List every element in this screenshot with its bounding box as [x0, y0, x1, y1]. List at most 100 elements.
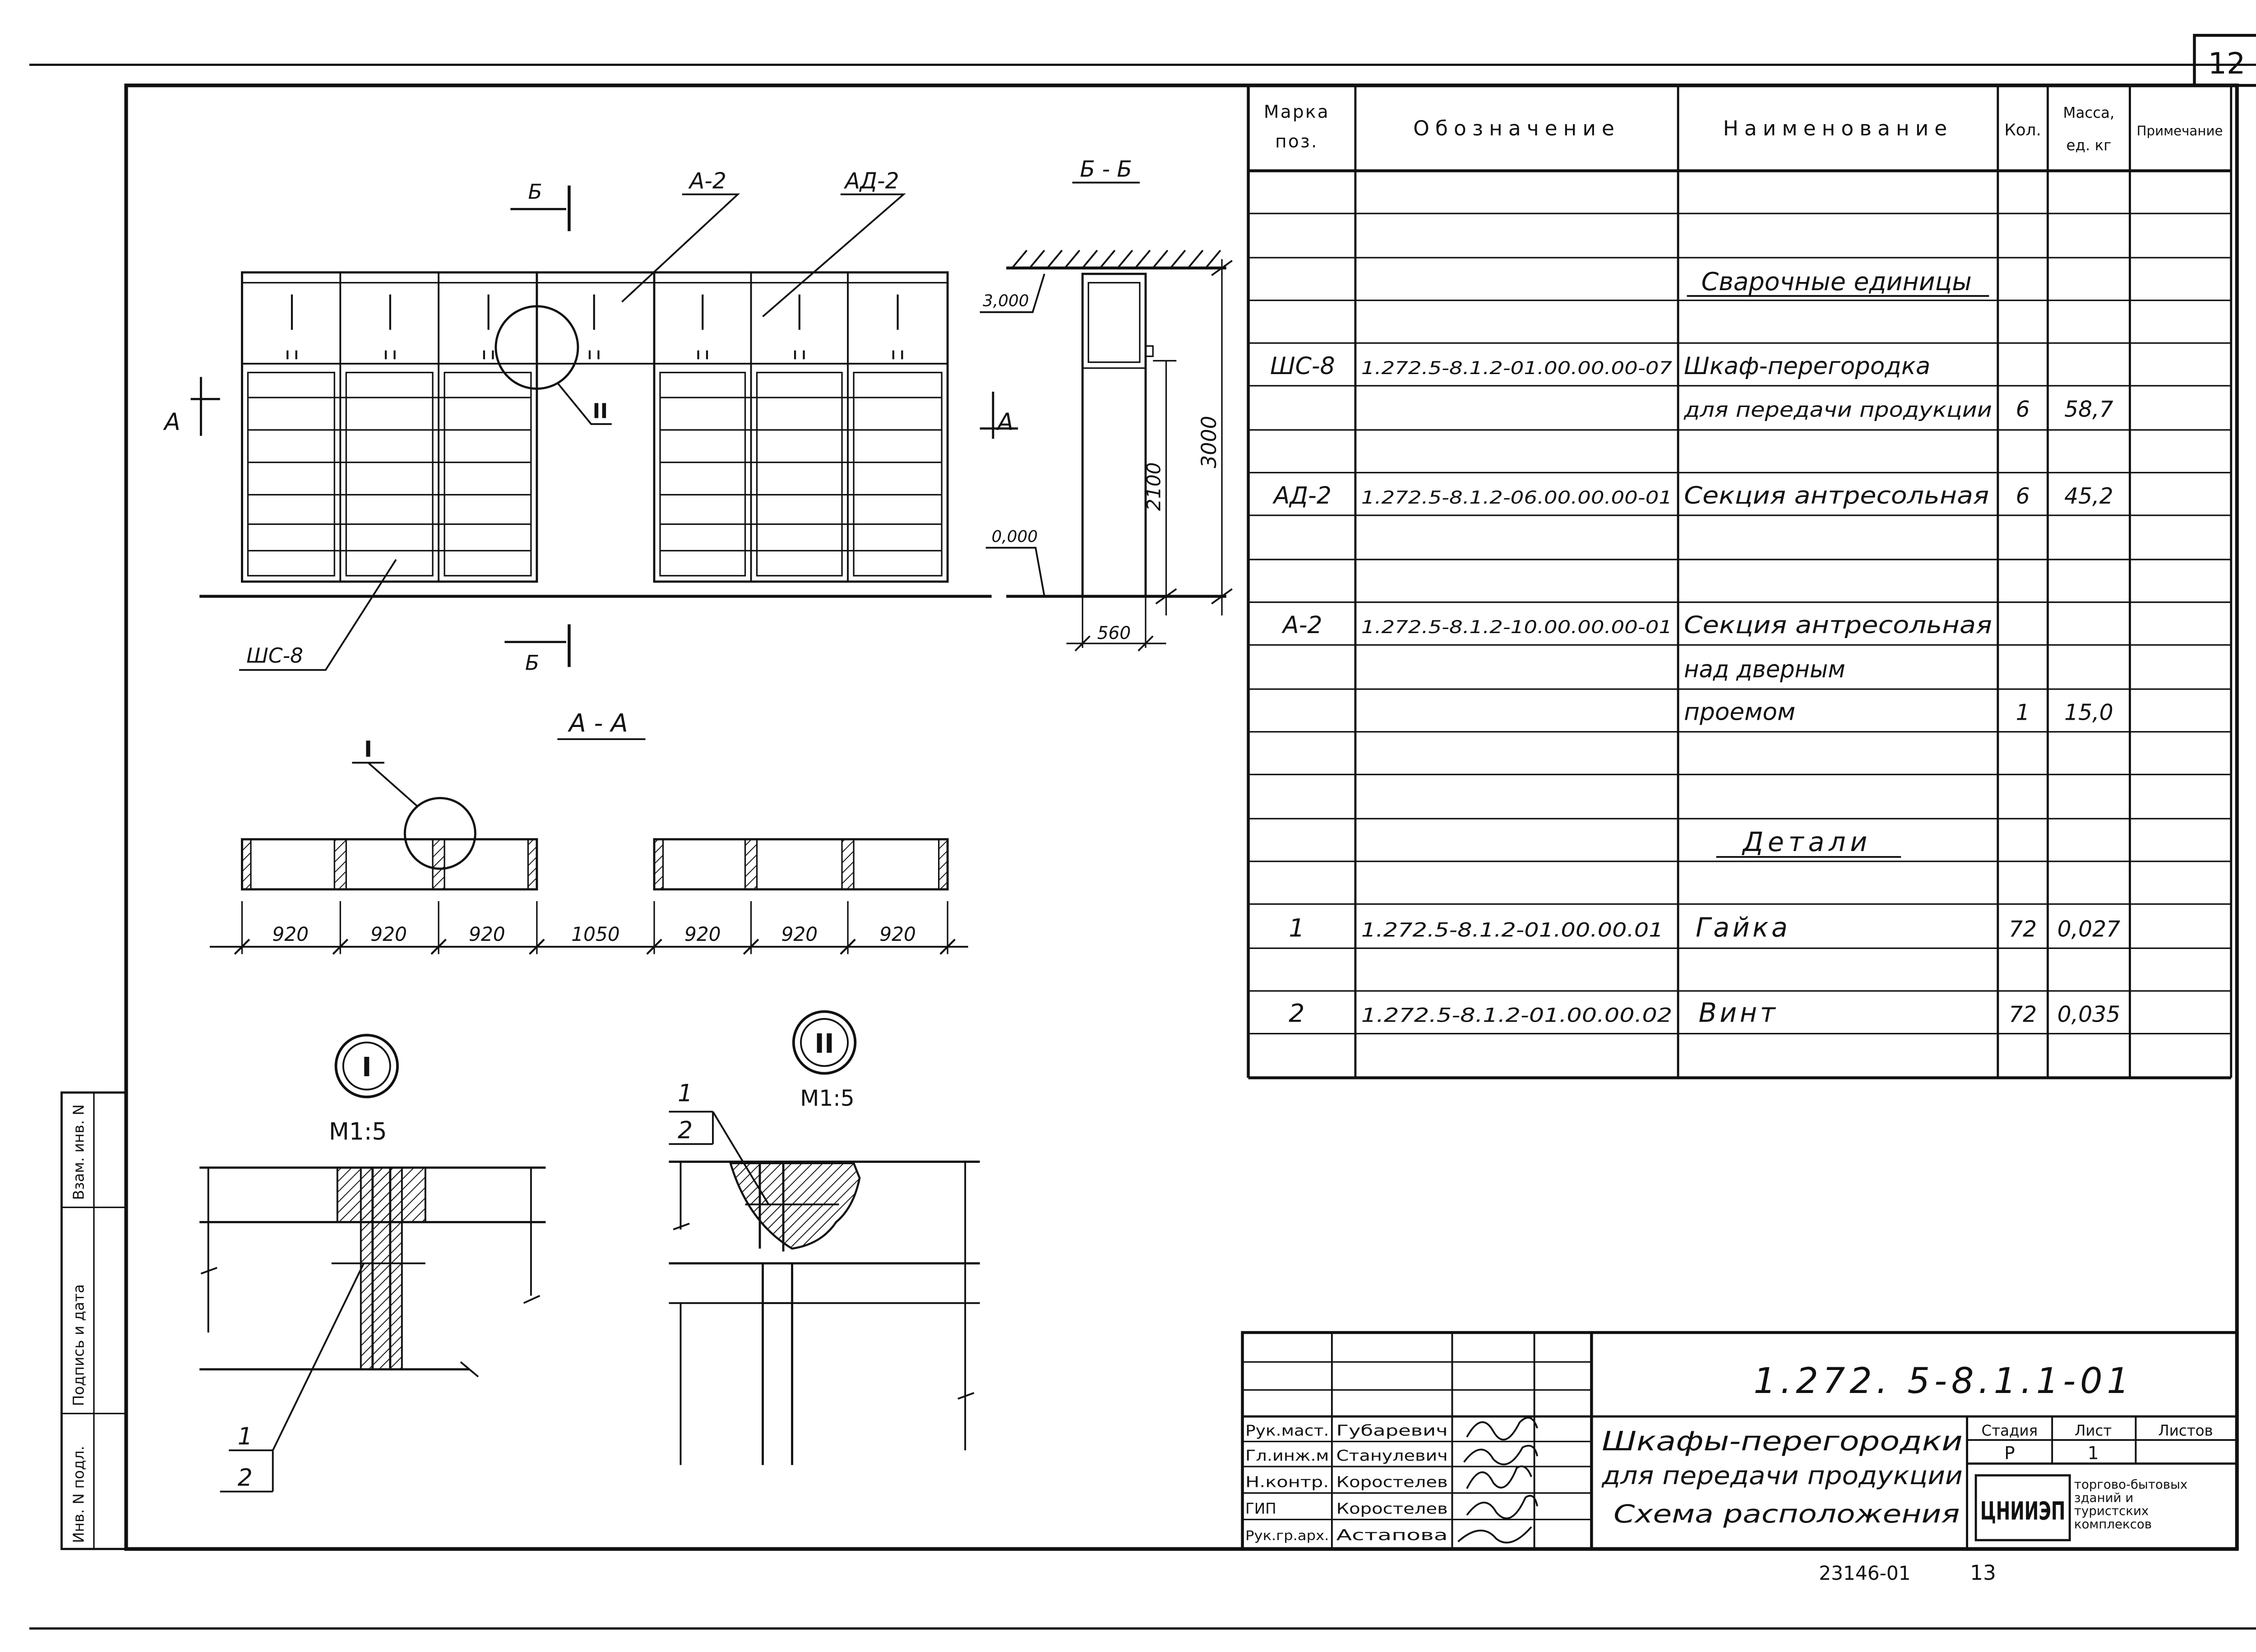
cut-mark-a-left: А — [163, 409, 180, 436]
drawing-title-line2: для передачи продукции — [1601, 1462, 1963, 1490]
section-details: Детали — [1741, 827, 1872, 857]
drawing-title-line3: Схема расположения — [1613, 1500, 1960, 1529]
dim-920-6: 920 — [879, 923, 916, 945]
signer-role-5: Рук.гр.арх. — [1245, 1528, 1329, 1543]
header-mark-line2: поз. — [1275, 131, 1318, 152]
row-mass: 0,035 — [2057, 1001, 2121, 1027]
title-block — [1241, 1331, 2239, 1550]
detail-i-leader-1: 1 — [238, 1423, 253, 1450]
section-welded-units: Сварочные единицы — [1701, 268, 1972, 296]
row-designation: 1.272.5-8.1.2-01.00.00.00-07 — [1361, 358, 1672, 379]
level-mark-0000: 0,000 — [992, 528, 1038, 546]
dim-560: 560 — [1097, 623, 1131, 643]
dim-2100: 2100 — [1143, 462, 1165, 511]
row-mark: 2 — [1289, 999, 1304, 1028]
strip-label-inv-podl: Инв. N подл. — [70, 1446, 87, 1543]
row-name-line1: Шкаф-перегородка — [1684, 353, 1930, 380]
sheet-label: Лист — [2075, 1422, 2112, 1439]
signer-name-2: Станулевич — [1336, 1447, 1448, 1464]
org-line3: туристских — [2074, 1504, 2149, 1518]
page-number: 13 — [1970, 1561, 1996, 1585]
row-name-line1: Гайка — [1696, 912, 1790, 943]
cut-mark-b-top: Б — [528, 180, 542, 204]
signer-name-5: Астапова — [1336, 1527, 1448, 1544]
callout-ad2: АД-2 — [844, 168, 899, 194]
row-name-line1: Секция антресольная — [1684, 612, 1992, 639]
node-label-ii: II — [592, 399, 608, 423]
section-bb-title: Б - Б — [1080, 156, 1132, 182]
table-row-1: 1 1.272.5-8.1.2-01.00.00.01 Гайка 72 0,0… — [1289, 912, 2120, 943]
signer-role-4: ГИП — [1245, 1500, 1276, 1517]
row-name-line2: над дверным — [1684, 656, 1845, 683]
row-mass: 45,2 — [2064, 483, 2113, 509]
row-designation: 1.272.5-8.1.2-01.00.00.02 — [1361, 1004, 1672, 1026]
row-name-line2: для передачи продукции — [1683, 398, 1992, 421]
signer-role-1: Рук.маст. — [1245, 1422, 1329, 1439]
row-mark: А-2 — [1281, 612, 1322, 639]
detail-ii-leader-2: 2 — [678, 1117, 693, 1144]
signer-name-3: Коростелев — [1336, 1474, 1448, 1491]
stage-label: Стадия — [1982, 1422, 2038, 1439]
dim-1050: 1050 — [571, 923, 620, 945]
row-designation: 1.272.5-8.1.2-06.00.00.00-01 — [1361, 488, 1672, 508]
org-logo: ЦНИИЭП — [1974, 1474, 2071, 1541]
row-designation: 1.272.5-8.1.2-10.00.00.00-01 — [1361, 617, 1672, 638]
signer-name-4: Коростелев — [1336, 1500, 1448, 1517]
left-binding-strip: Инв. N подл. Подпись и дата Взам. инв. N — [60, 1091, 128, 1550]
detail-ii-label: II — [814, 1028, 834, 1059]
drawing-title-line1: Шкафы-перегородки — [1602, 1426, 1963, 1457]
strip-label-signature-date: Подпись и дата — [70, 1284, 87, 1406]
row-mark: ШС-8 — [1270, 353, 1335, 380]
row-mark: 1 — [1289, 914, 1304, 943]
header-mass-line1: Масса, — [2063, 104, 2114, 121]
stage-value: Р — [2004, 1444, 2015, 1464]
header-qty: Кол. — [2004, 121, 2041, 139]
detail-ii-view — [669, 1010, 980, 1465]
level-mark-3000: 3,000 — [983, 292, 1029, 310]
row-mass: 0,027 — [2057, 916, 2121, 942]
detail-i-leader-2: 2 — [238, 1464, 253, 1491]
header-designation: Обозначение — [1413, 116, 1620, 140]
detail-ii-leader-1: 1 — [678, 1080, 693, 1107]
callout-shc8: ШС-8 — [246, 643, 303, 667]
table-row-2: 2 1.272.5-8.1.2-01.00.00.02 Винт 72 0,03… — [1289, 997, 2120, 1028]
table-row-ad2: АД-2 1.272.5-8.1.2-06.00.00.00-01 Секция… — [1272, 482, 2113, 509]
dim-920-5: 920 — [781, 923, 818, 945]
row-qty: 72 — [2009, 1001, 2037, 1027]
detail-i-scale: М1:5 — [329, 1118, 387, 1145]
org-line1: торгово-бытовых — [2074, 1477, 2187, 1492]
specification-table — [1247, 85, 2233, 1079]
sheet-frame — [29, 34, 2256, 1630]
org-logo-text: ЦНИИЭП — [1980, 1497, 2066, 1526]
dim-920-2: 920 — [370, 923, 407, 945]
header-name: Наименование — [1723, 116, 1953, 140]
header-mark-line1: Марка — [1264, 102, 1330, 122]
signer-name-1: Губаревич — [1336, 1422, 1448, 1439]
detail-i-view — [199, 1033, 546, 1493]
header-mass-line2: ед. кг — [2066, 137, 2112, 154]
row-name-line1: Винт — [1699, 997, 1779, 1028]
row-mark: АД-2 — [1272, 482, 1331, 509]
sheet-value: 1 — [2088, 1444, 2099, 1464]
org-line4: комплексов — [2074, 1517, 2152, 1532]
section-bb-view — [980, 181, 1233, 652]
dim-920-3: 920 — [469, 923, 505, 945]
title-block-code: 1.272. 5-8.1.1-01 — [1753, 1360, 2133, 1402]
row-qty: 1 — [2016, 700, 2030, 726]
node-label-i: I — [364, 736, 372, 762]
row-name-line3: проемом — [1684, 699, 1795, 726]
table-row-a2: А-2 1.272.5-8.1.2-10.00.00.00-01 Секция … — [1281, 612, 2113, 726]
dim-920-4: 920 — [684, 923, 721, 945]
detail-i-label: I — [362, 1052, 372, 1083]
header-note: Примечание — [2137, 123, 2223, 139]
archive-number: 23146-01 — [1819, 1562, 1910, 1584]
dim-920-1: 920 — [272, 923, 309, 945]
row-mass: 58,7 — [2064, 396, 2113, 422]
row-qty: 6 — [2016, 483, 2030, 509]
signer-role-2: Гл.инж.м — [1245, 1447, 1329, 1464]
row-designation: 1.272.5-8.1.2-01.00.00.01 — [1361, 919, 1664, 941]
cut-mark-a-right: А — [996, 409, 1014, 436]
sheet-number: 12 — [2208, 47, 2246, 81]
detail-ii-scale: М1:5 — [800, 1085, 855, 1111]
